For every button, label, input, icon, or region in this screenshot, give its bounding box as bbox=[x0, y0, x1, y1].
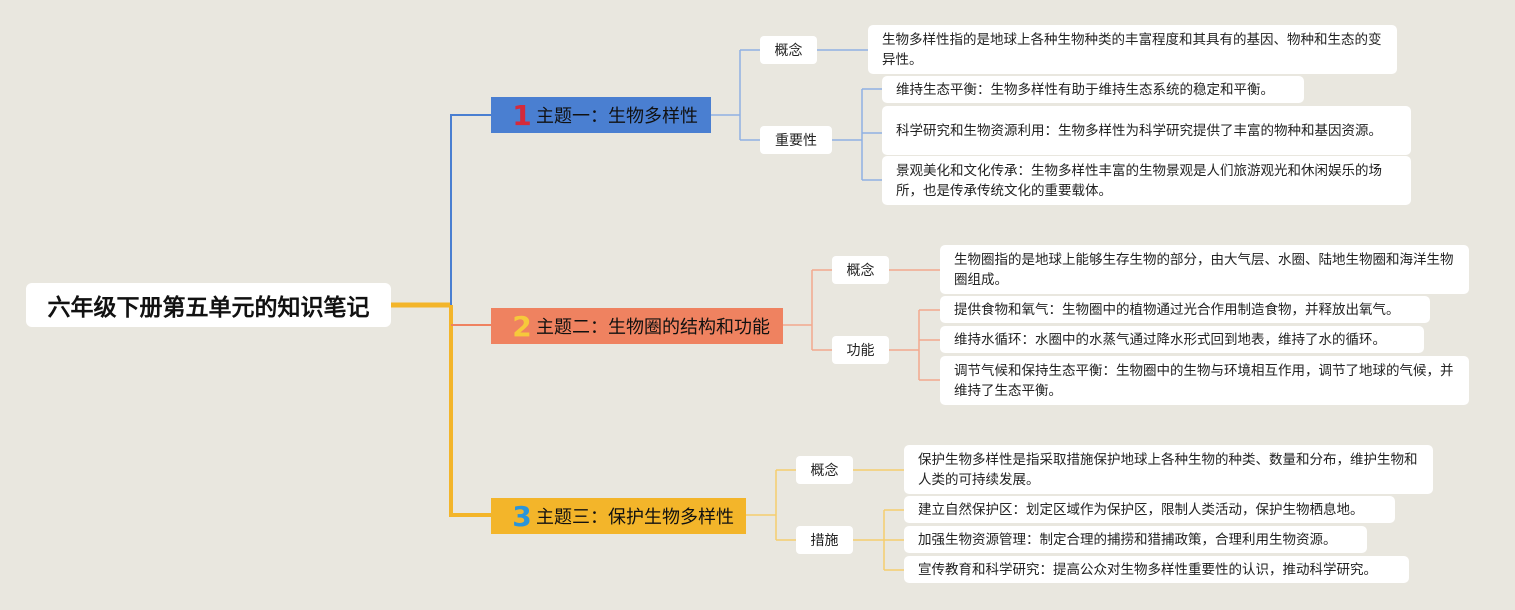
topic-3-group-label-text: 措施 bbox=[810, 533, 839, 549]
topic-1-item-2[interactable]: 科学研究和生物资源利用：生物多样性为科学研究提供了丰富的物种和基因资源。 bbox=[882, 106, 1411, 155]
topic-2-concept-text[interactable]: 生物圈指的是地球上能够生存生物的部分，由大气层、水圈、陆地生物圈和海洋生物圈组成… bbox=[940, 245, 1469, 294]
topic-1-node[interactable]: 1 主题一：生物多样性 bbox=[491, 97, 711, 133]
topic-2-concept-text-content: 生物圈指的是地球上能够生存生物的部分，由大气层、水圈、陆地生物圈和海洋生物圈组成… bbox=[954, 251, 1454, 288]
topic-3-concept-label-text: 概念 bbox=[810, 463, 839, 479]
topic-3-item-3-text: 宣传教育和科学研究：提高公众对生物多样性重要性的认识，推动科学研究。 bbox=[918, 561, 1377, 578]
topic-1-item-1[interactable]: 维持生态平衡：生物多样性有助于维持生态系统的稳定和平衡。 bbox=[882, 76, 1304, 103]
topic-3-item-1-text: 建立自然保护区：划定区域作为保护区，限制人类活动，保护生物栖息地。 bbox=[918, 501, 1364, 518]
topic-1-concept-label-text: 概念 bbox=[774, 43, 803, 59]
topic-2-concept-label[interactable]: 概念 bbox=[832, 256, 889, 284]
topic-3-item-2-text: 加强生物资源管理：制定合理的捕捞和猎捕政策，合理利用生物资源。 bbox=[918, 531, 1337, 548]
topic-3-title: 主题三：保护生物多样性 bbox=[536, 507, 734, 528]
topic-2-item-1[interactable]: 提供食物和氧气：生物圈中的植物通过光合作用制造食物，并释放出氧气。 bbox=[940, 296, 1430, 323]
topic-2-group-label[interactable]: 功能 bbox=[832, 336, 889, 364]
connector-topic1 bbox=[711, 49, 760, 141]
topic-2-item-3[interactable]: 调节气候和保持生态平衡：生物圈中的生物与环境相互作用，调节了地球的气候，并维持了… bbox=[940, 356, 1469, 405]
topic-3-number: 3 bbox=[512, 499, 532, 533]
topic-1-concept-label[interactable]: 概念 bbox=[760, 36, 817, 64]
topic-3-item-3[interactable]: 宣传教育和科学研究：提高公众对生物多样性重要性的认识，推动科学研究。 bbox=[904, 556, 1409, 583]
topic-3-concept-text[interactable]: 保护生物多样性是指采取措施保护地球上各种生物的种类、数量和分布，维护生物和人类的… bbox=[904, 445, 1433, 494]
topic-1-concept-text-content: 生物多样性指的是地球上各种生物种类的丰富程度和其具有的基因、物种和生态的变异性。 bbox=[882, 31, 1382, 68]
topic-2-item-1-text: 提供食物和氧气：生物圈中的植物通过光合作用制造食物，并释放出氧气。 bbox=[954, 301, 1400, 318]
connector-trunk-topic3 bbox=[449, 305, 491, 517]
topic-3-item-2[interactable]: 加强生物资源管理：制定合理的捕捞和猎捕政策，合理利用生物资源。 bbox=[904, 526, 1367, 553]
connector-topic2 bbox=[783, 269, 832, 351]
topic-2-title: 主题二：生物圈的结构和功能 bbox=[536, 317, 770, 338]
topic-1-group-label[interactable]: 重要性 bbox=[760, 126, 832, 154]
topic-1-item-3[interactable]: 景观美化和文化传承：生物多样性丰富的生物景观是人们旅游观光和休闲娱乐的场所，也是… bbox=[882, 156, 1411, 205]
topic-3-concept-label[interactable]: 概念 bbox=[796, 456, 853, 484]
topic-1-item-3-text: 景观美化和文化传承：生物多样性丰富的生物景观是人们旅游观光和休闲娱乐的场所，也是… bbox=[896, 162, 1382, 199]
connector-topic1-group bbox=[832, 88, 882, 181]
topic-2-concept-label-text: 概念 bbox=[846, 263, 875, 279]
topic-1-group-label-text: 重要性 bbox=[775, 133, 817, 149]
topic-1-concept-text[interactable]: 生物多样性指的是地球上各种生物种类的丰富程度和其具有的基因、物种和生态的变异性。 bbox=[868, 25, 1397, 74]
topic-2-item-2[interactable]: 维持水循环：水圈中的水蒸气通过降水形式回到地表，维持了水的循环。 bbox=[940, 326, 1424, 353]
topic-1-item-2-text: 科学研究和生物资源利用：生物多样性为科学研究提供了丰富的物种和基因资源。 bbox=[896, 122, 1382, 139]
root-title: 六年级下册第五单元的知识笔记 bbox=[47, 295, 370, 321]
topic-2-item-3-text: 调节气候和保持生态平衡：生物圈中的生物与环境相互作用，调节了地球的气候，并维持了… bbox=[954, 362, 1454, 399]
root-node[interactable]: 六年级下册第五单元的知识笔记 bbox=[26, 283, 391, 327]
topic-1-title: 主题一：生物多样性 bbox=[536, 106, 698, 127]
topic-3-item-1[interactable]: 建立自然保护区：划定区域作为保护区，限制人类活动，保护生物栖息地。 bbox=[904, 496, 1395, 523]
connector-topic3-group bbox=[853, 509, 904, 571]
topic-2-group-label-text: 功能 bbox=[846, 343, 875, 359]
topic-3-group-label[interactable]: 措施 bbox=[796, 526, 853, 554]
topic-2-node[interactable]: 2 主题二：生物圈的结构和功能 bbox=[491, 308, 783, 344]
topic-1-item-1-text: 维持生态平衡：生物多样性有助于维持生态系统的稳定和平衡。 bbox=[896, 81, 1274, 98]
connector-topic2-group bbox=[889, 309, 940, 381]
topic-1-number: 1 bbox=[512, 98, 532, 132]
topic-2-number: 2 bbox=[512, 309, 532, 343]
topic-3-concept-text-content: 保护生物多样性是指采取措施保护地球上各种生物的种类、数量和分布，维护生物和人类的… bbox=[918, 451, 1418, 488]
topic-2-item-2-text: 维持水循环：水圈中的水蒸气通过降水形式回到地表，维持了水的循环。 bbox=[954, 331, 1386, 348]
connector-trunk-topic1 bbox=[450, 114, 491, 305]
connector-topic3 bbox=[746, 469, 796, 541]
topic-3-node[interactable]: 3 主题三：保护生物多样性 bbox=[491, 498, 746, 534]
